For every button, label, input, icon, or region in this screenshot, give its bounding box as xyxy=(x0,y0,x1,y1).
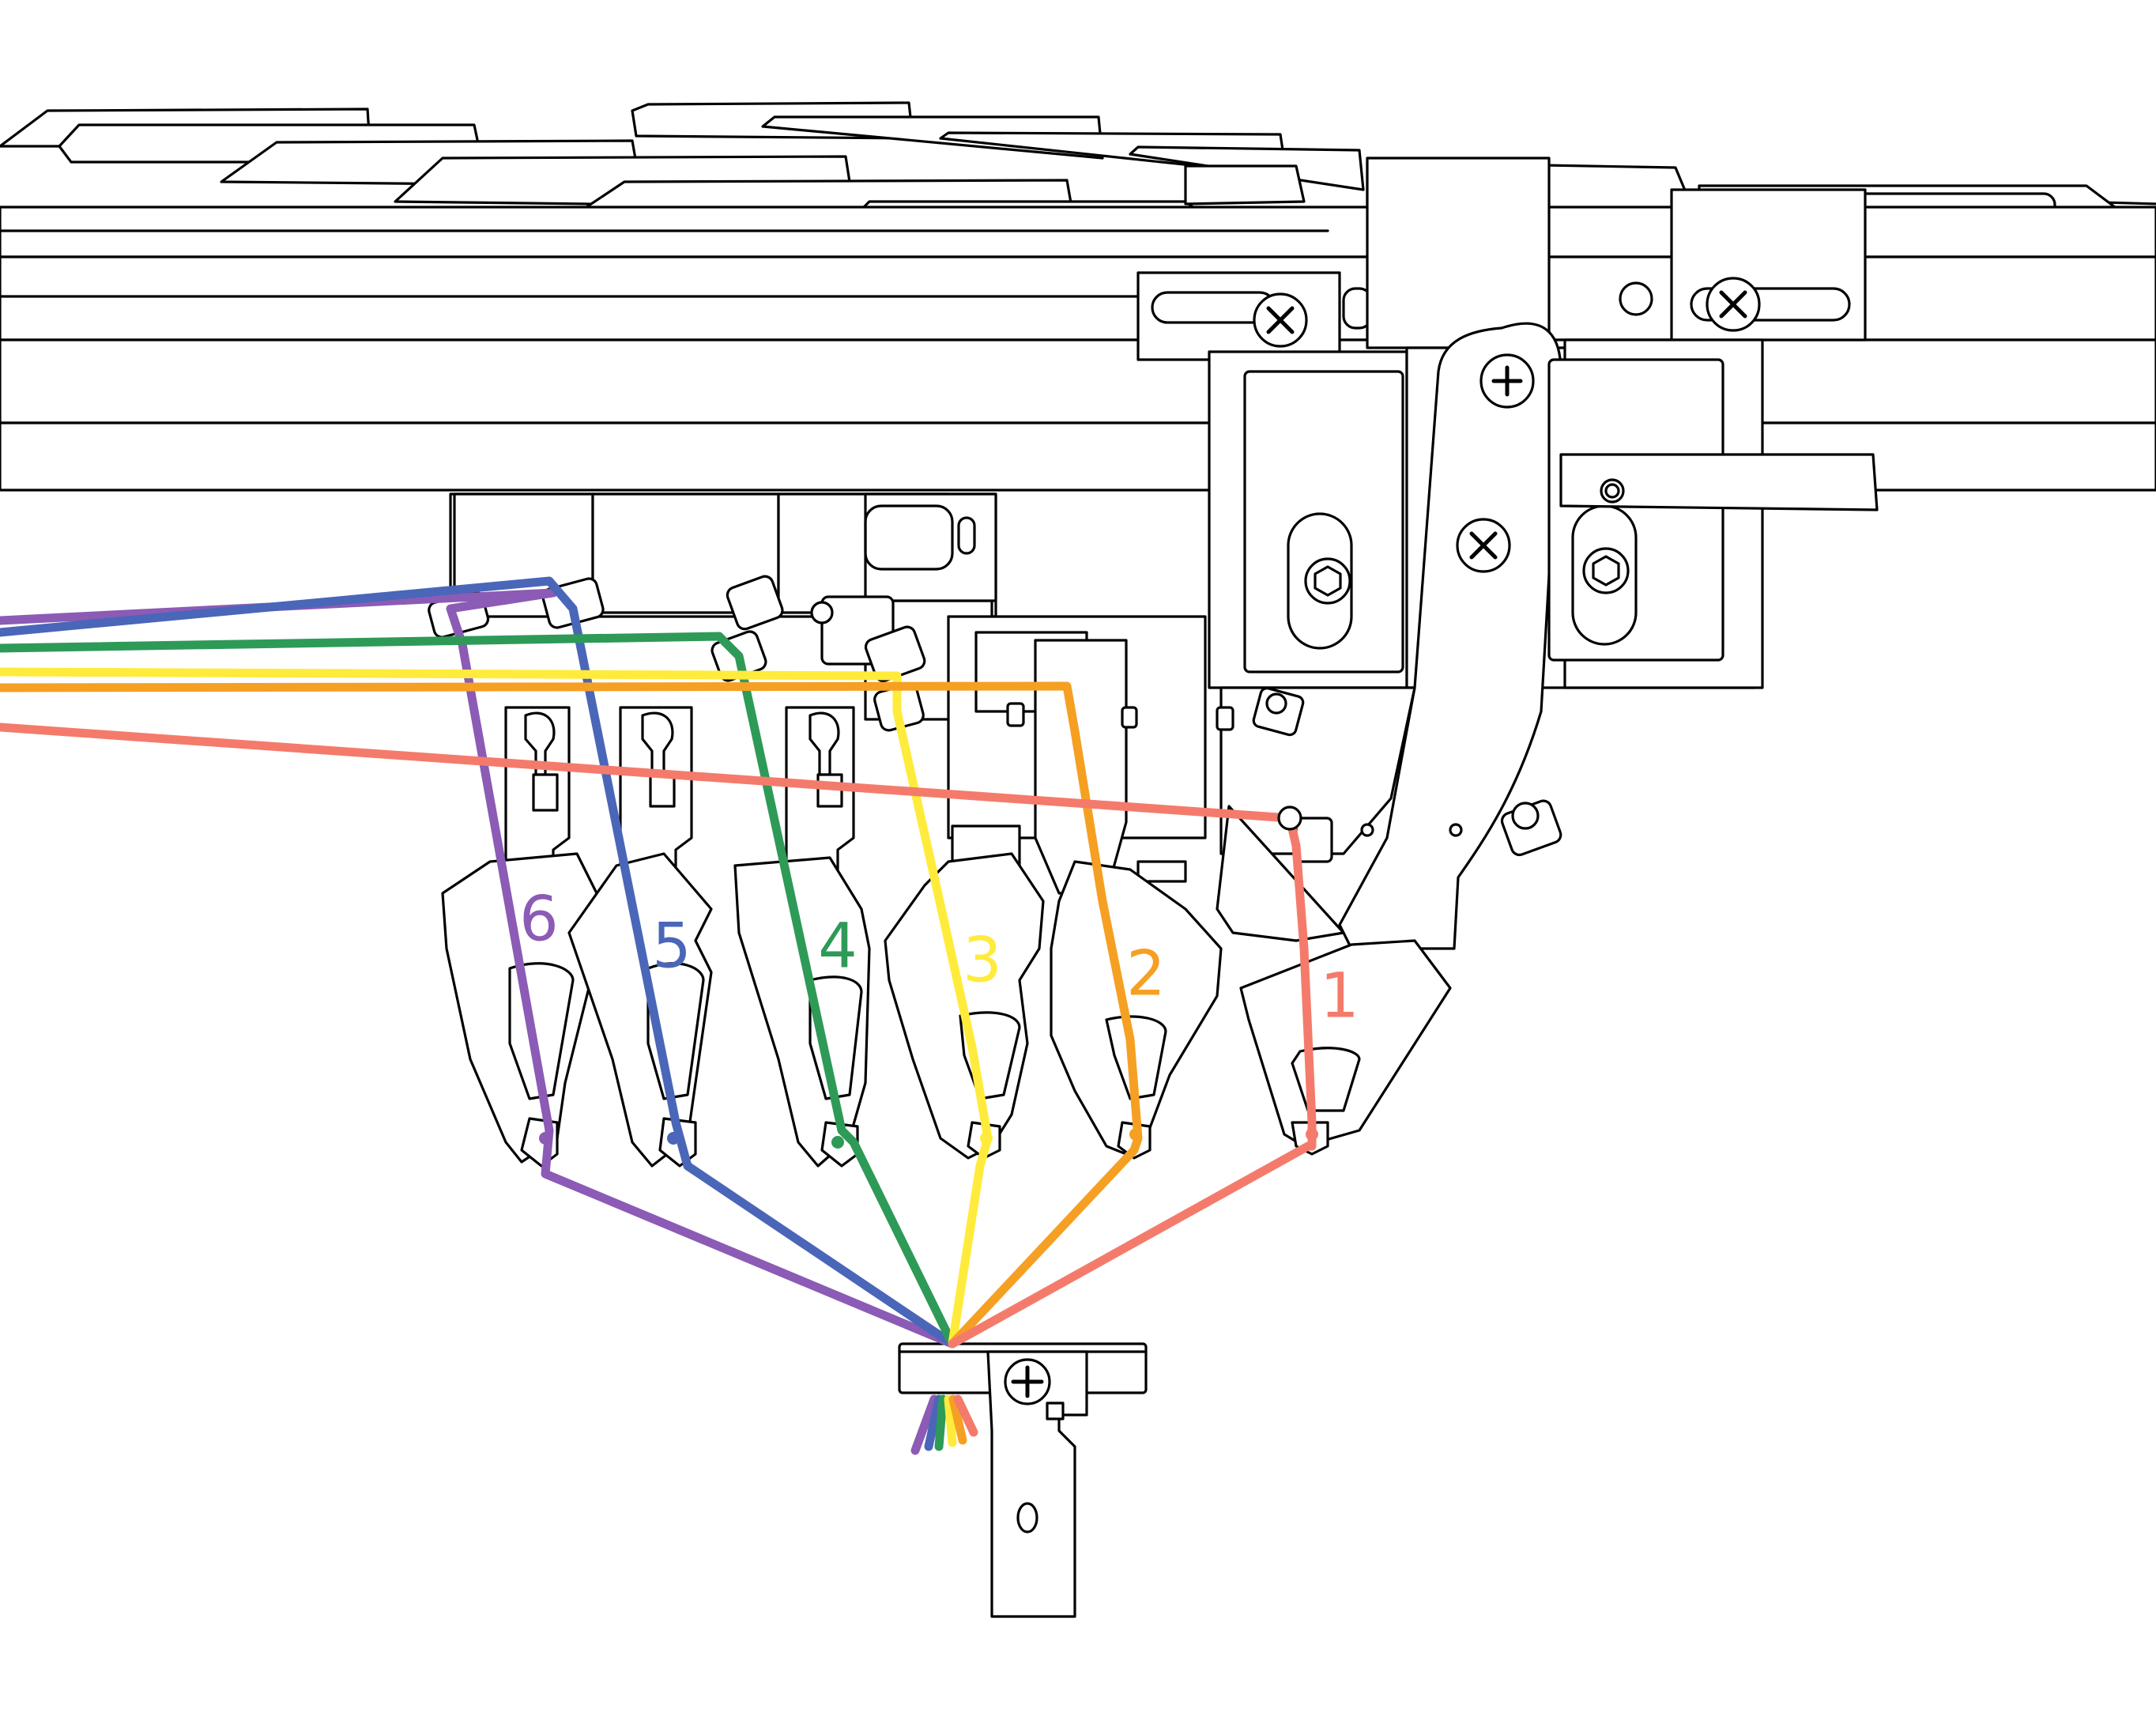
thread-1-tail xyxy=(953,1394,978,1437)
needle-labels: 6 5 4 3 2 1 xyxy=(519,884,1359,1032)
thread-3 xyxy=(0,667,993,1349)
thread-5-tail xyxy=(924,1394,944,1451)
cross-screw-icon xyxy=(1253,292,1308,348)
phillips-screw-icon xyxy=(1479,353,1535,409)
presser-foot-4 xyxy=(733,856,871,1168)
hex-bolt-icon xyxy=(1582,547,1630,594)
cross-screw-icon xyxy=(1706,277,1761,332)
thread-paths xyxy=(0,576,1317,1455)
needle-label-4: 4 xyxy=(818,911,858,982)
needle-label-3: 3 xyxy=(963,925,1002,996)
thread-2 xyxy=(0,681,1143,1349)
needle-bars xyxy=(504,639,1234,895)
needle-label-1: 1 xyxy=(1320,960,1359,1032)
thread-2-tail xyxy=(948,1394,967,1445)
needle-label-6: 6 xyxy=(519,884,559,955)
thread-5 xyxy=(0,576,957,1349)
presser-foot-5 xyxy=(567,852,713,1168)
needle-eyes xyxy=(539,805,1318,1149)
thread-4-tail xyxy=(934,1394,948,1451)
needle-label-2: 2 xyxy=(1126,938,1166,1009)
hex-bolt-icon xyxy=(1304,557,1351,605)
phillips-screw-icon xyxy=(1004,1358,1051,1405)
right-head-assembly xyxy=(1136,157,1879,1148)
thread-4 xyxy=(0,632,957,1349)
cross-screw-icon xyxy=(1456,518,1511,573)
needle-label-5: 5 xyxy=(652,911,692,982)
lower-thread-guide xyxy=(898,1342,1148,1618)
thread-3-tail xyxy=(944,1394,957,1447)
thread-6-tail xyxy=(910,1394,939,1455)
